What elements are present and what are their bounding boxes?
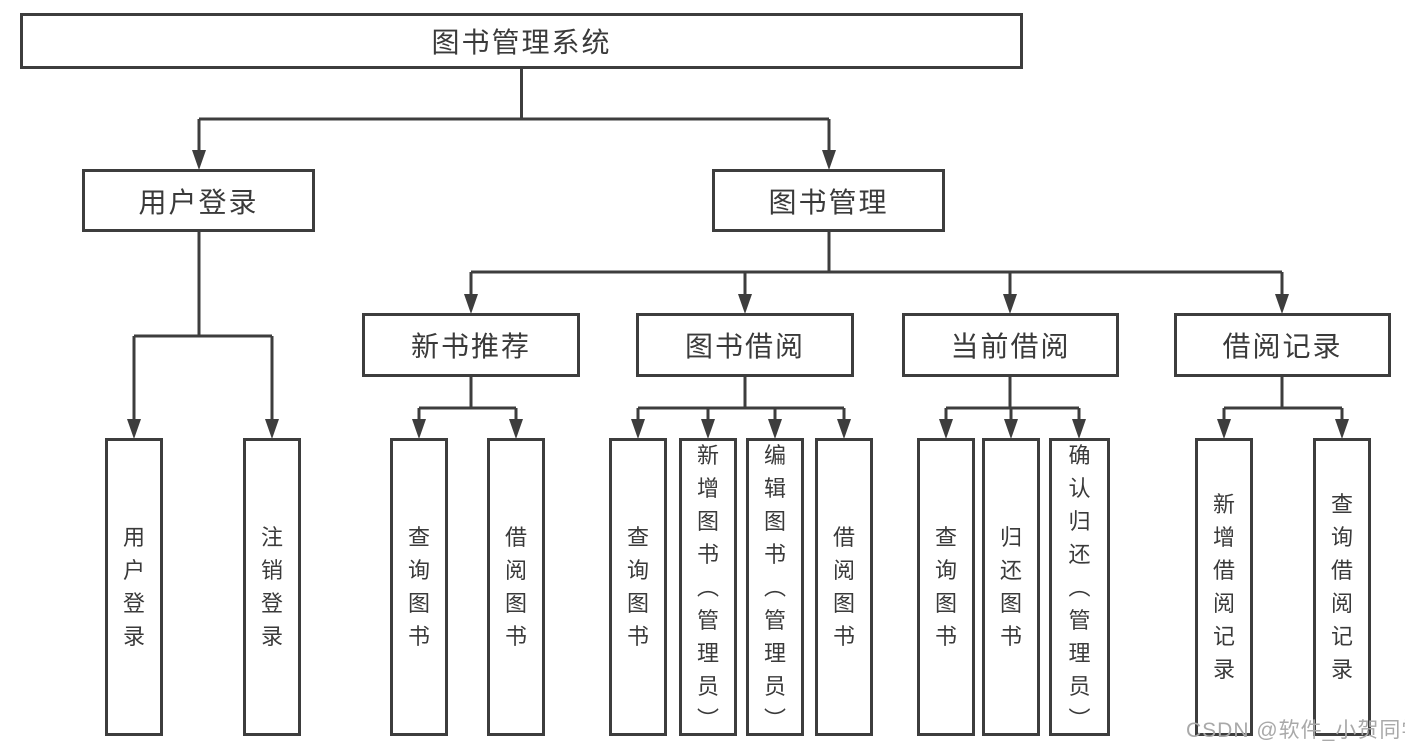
leaf-add-borrow-record: 新增借阅记录 <box>1195 438 1253 736</box>
leaf-query-books-3: 查询图书 <box>917 438 975 736</box>
leaf-query-borrow-record: 查询借阅记录 <box>1313 438 1371 736</box>
connector-root-to-level2 <box>197 69 831 151</box>
connector-userlogin-to-leaves <box>132 232 274 421</box>
node-user-login: 用户登录 <box>82 169 315 232</box>
node-current-borrow: 当前借阅 <box>902 313 1119 377</box>
node-borrow-records: 借阅记录 <box>1174 313 1391 377</box>
node-new-book-recommend: 新书推荐 <box>362 313 580 377</box>
leaf-query-books-2: 查询图书 <box>609 438 667 736</box>
connector-current-to-leaves <box>944 377 1081 421</box>
leaf-add-books-admin: 新增图书︵管理员︶ <box>679 438 737 736</box>
leaf-query-books-1: 查询图书 <box>390 438 448 736</box>
leaf-borrow-books-1: 借阅图书 <box>487 438 545 736</box>
connector-bookmgmt-to-level3 <box>469 232 1284 296</box>
node-book-management: 图书管理 <box>712 169 945 232</box>
connector-records-to-leaves <box>1222 377 1344 421</box>
watermark: CSDN @软件_小贺同学 <box>1186 719 1405 742</box>
leaf-user-login: 用户登录 <box>105 438 163 736</box>
leaf-logout: 注销登录 <box>243 438 301 736</box>
leaf-borrow-books-2: 借阅图书 <box>815 438 873 736</box>
leaf-return-books: 归还图书 <box>982 438 1040 736</box>
connector-newbook-to-leaves <box>417 377 518 421</box>
leaf-edit-books-admin: 编辑图书︵管理员︶ <box>746 438 804 736</box>
node-book-borrow: 图书借阅 <box>636 313 854 377</box>
node-root-system: 图书管理系统 <box>20 13 1023 69</box>
connector-borrow-to-leaves <box>636 377 846 421</box>
leaf-confirm-return-admin: 确认归还︵管理员︶ <box>1049 438 1110 736</box>
